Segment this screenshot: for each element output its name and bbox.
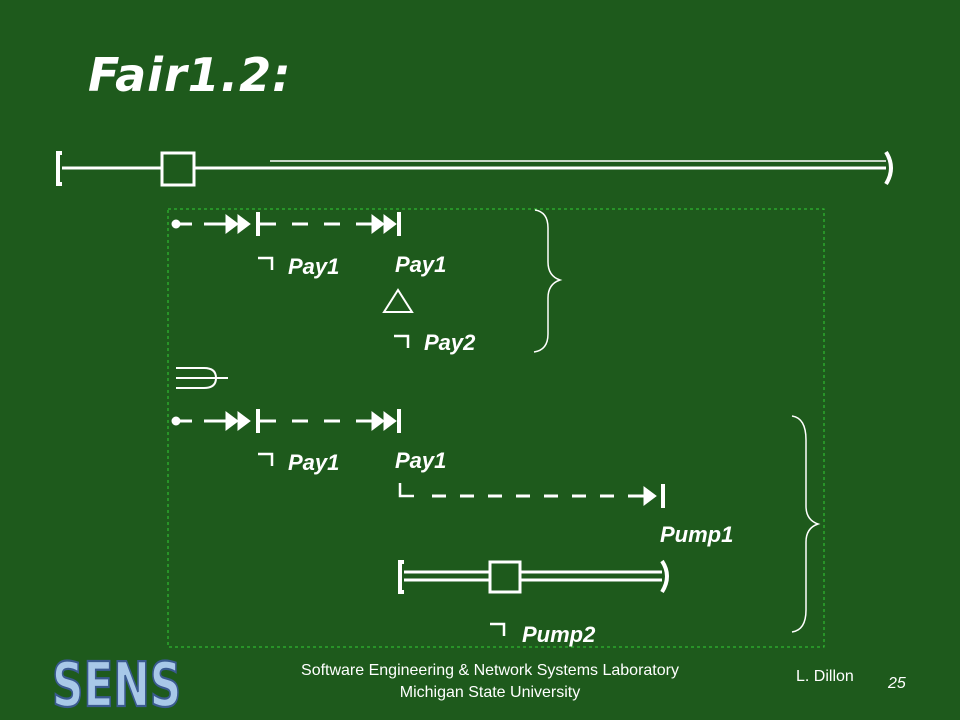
top-interval	[56, 150, 893, 187]
footer-affiliation: Software Engineering & Network Systems L…	[230, 660, 750, 704]
lower-brace	[791, 415, 821, 633]
page-number: 25	[888, 675, 906, 692]
upper-arrow-row	[171, 212, 401, 236]
lower-neg-pay1-label: Pay1	[288, 450, 340, 475]
footer-author: L. Dillon	[796, 668, 854, 685]
henceforth-box-lower	[488, 560, 522, 594]
upper-brace	[533, 209, 563, 353]
sens-logo: SENS	[51, 647, 182, 720]
lower-pay1-label: Pay1	[395, 448, 447, 473]
footer-lab: Software Engineering & Network Systems L…	[301, 662, 679, 679]
upper-pay1-label: Pay1	[395, 252, 447, 277]
dashed-region-box	[167, 208, 825, 648]
upper-neg-pay1-label: Pay1	[288, 254, 340, 279]
footer-university: Michigan State University	[399, 684, 581, 701]
lower-arrow-row	[171, 409, 401, 433]
pump1-arrow	[398, 483, 665, 508]
conjunction-triangle	[382, 288, 414, 313]
henceforth-box	[160, 151, 196, 187]
upper-neg-pay2-label: Pay2	[424, 330, 476, 355]
negation-marks	[258, 256, 506, 636]
right-paren	[884, 150, 893, 186]
pump1-label: Pump1	[660, 522, 734, 547]
svg-text:SENS: SENS	[52, 648, 181, 720]
lower-interval	[398, 559, 669, 594]
implies-symbol	[176, 367, 228, 389]
neg-pump2-label: Pump2	[522, 622, 596, 647]
left-bracket	[56, 151, 62, 186]
slide-title: Fair1.2:	[88, 48, 292, 102]
